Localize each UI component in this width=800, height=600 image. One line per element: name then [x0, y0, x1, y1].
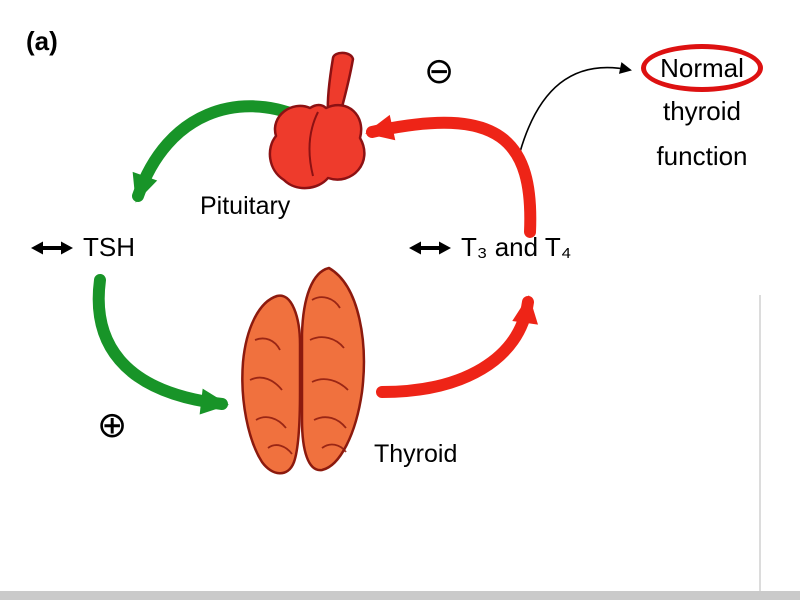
pituitary-label: Pituitary [200, 192, 291, 220]
plus-circle-icon: ⊕ [97, 405, 128, 446]
red-arrow-thyroid-to-t3t4 [376, 295, 538, 398]
double-arrow-icon [409, 241, 451, 254]
t3t4-label: T₃ and T₄ [461, 232, 572, 262]
pituitary-gland-illustration [268, 51, 366, 190]
black-arrow-to-outcome [519, 62, 632, 153]
outcome-line-thyroid: thyroid [662, 96, 742, 126]
double-arrow-icon [31, 241, 73, 254]
thyroid-gland-illustration [241, 266, 366, 475]
panel-label: (a) [26, 26, 58, 56]
tsh-row: TSH [30, 232, 135, 263]
scan-artifact-bottom-bar [0, 591, 800, 600]
red-circle-highlight: Normal [641, 44, 763, 92]
red-arrow-t3t4-to-pituitary [365, 114, 537, 238]
thyroid-label: Thyroid [374, 440, 458, 468]
green-arrow-pituitary-to-tsh [132, 100, 304, 203]
scan-artifact-vertical-line [759, 295, 761, 591]
tsh-label: TSH [83, 232, 135, 262]
outcome-word-normal: Normal [660, 53, 744, 83]
t3t4-row: T₃ and T₄ [408, 232, 571, 263]
outcome-line-normal: Normal [620, 44, 784, 92]
minus-circle-icon: ⊖ [424, 51, 455, 92]
outcome-text: Normal thyroid function [620, 44, 784, 179]
outcome-line-function: function [656, 141, 748, 171]
green-arrow-tsh-to-thyroid [92, 274, 229, 415]
